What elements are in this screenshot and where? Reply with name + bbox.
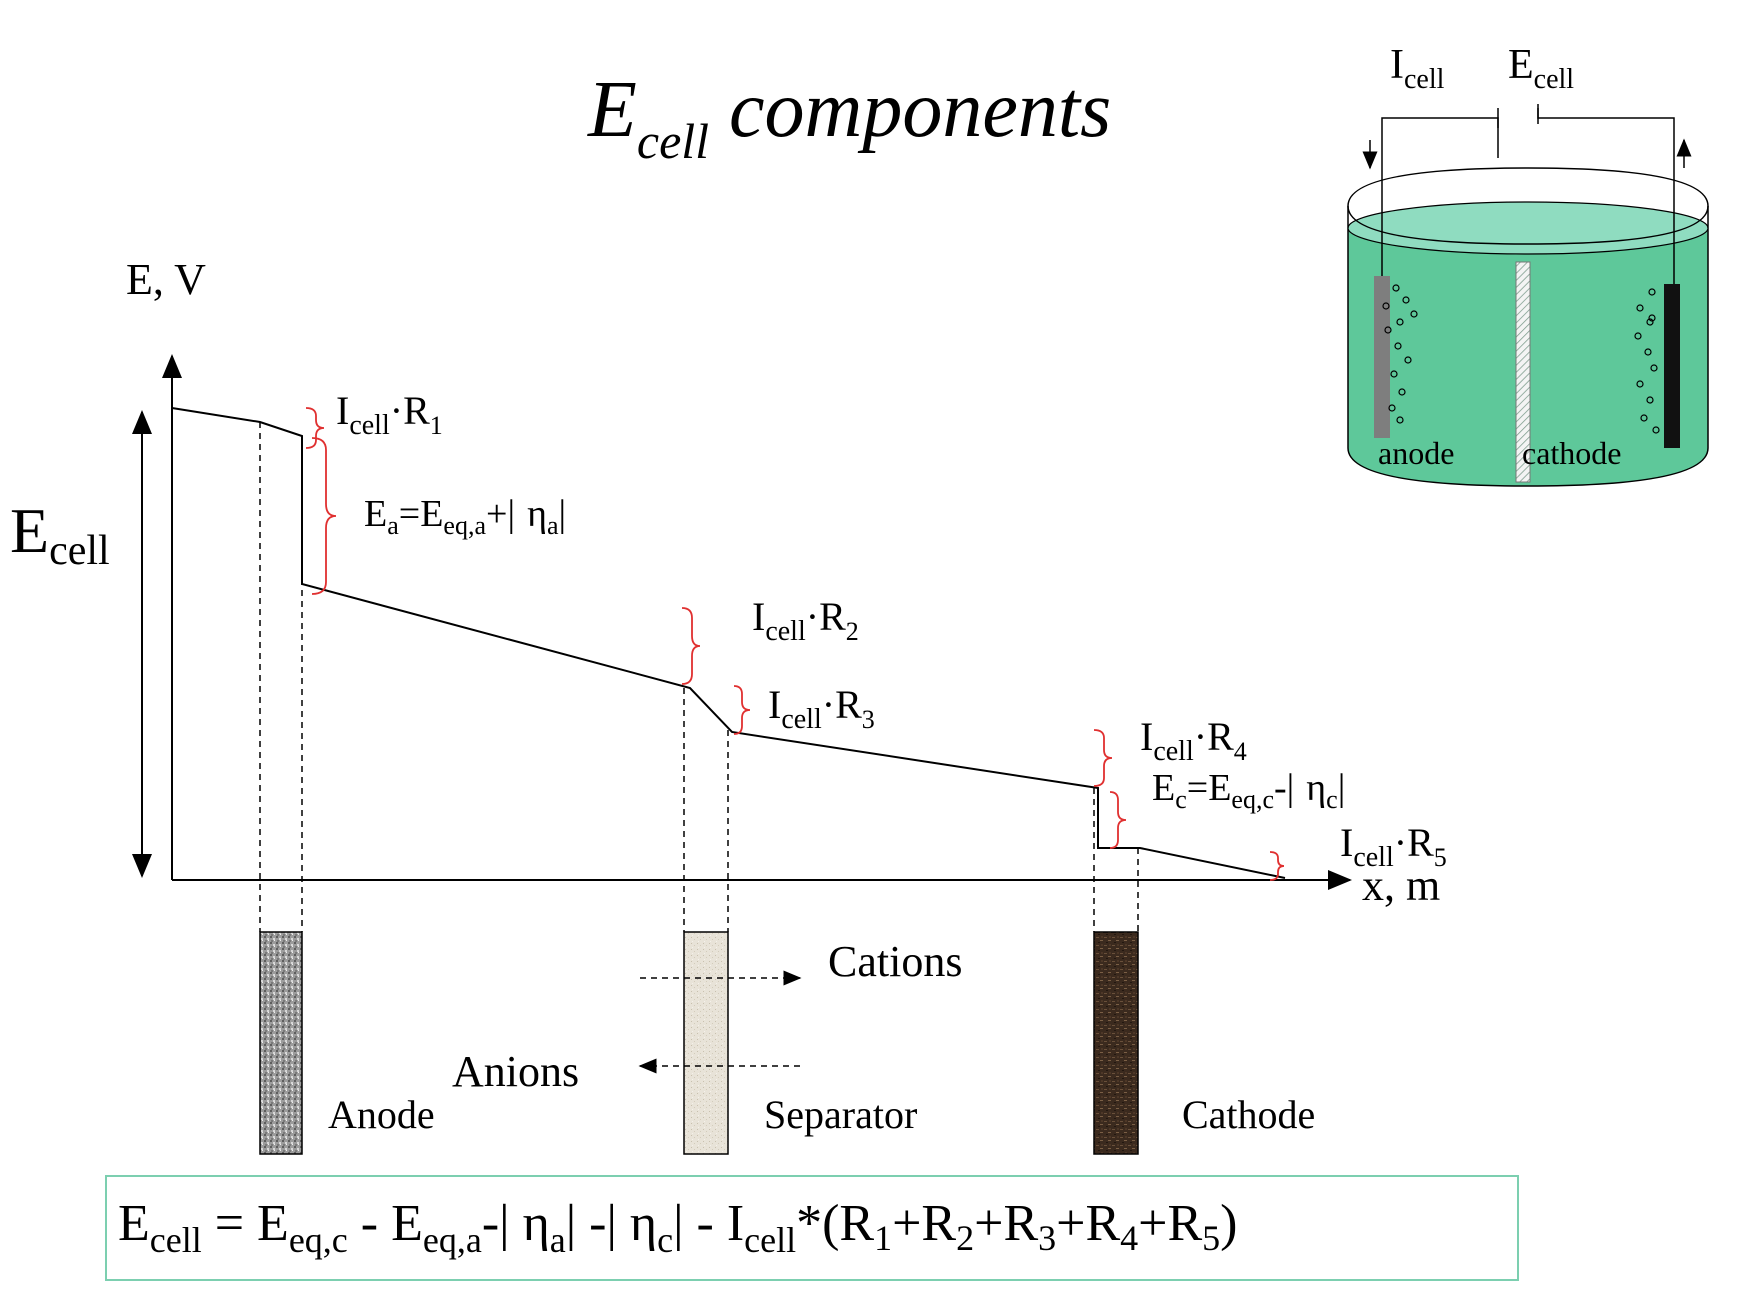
brace-r1 [305, 407, 325, 449]
inset-anode-electrode [1374, 276, 1390, 438]
x-axis-label: x, m [1362, 861, 1440, 910]
brace-ec [1109, 791, 1127, 849]
inset-separator [1515, 261, 1531, 483]
gas-bubbles [1382, 284, 1660, 434]
equation-box [105, 1175, 1519, 1281]
potential-profile [171, 407, 1286, 879]
brace-ea [311, 437, 337, 595]
page-title: Ecell components [587, 66, 1111, 169]
brace-r2 [681, 607, 701, 685]
inset-cathode-label: cathode [1522, 435, 1622, 471]
brace-r4 [1093, 729, 1113, 787]
inset-cathode-electrode [1664, 284, 1680, 448]
label-r5: Icell·R5 [1340, 820, 1447, 873]
ecell-label: Ecell [10, 495, 110, 574]
label-r4: Icell·R4 [1140, 714, 1247, 767]
label-r2: Icell·R2 [752, 594, 859, 647]
guide-lines [259, 422, 1139, 932]
anions-label: Anions [452, 1047, 579, 1096]
inset-anode-label: anode [1378, 435, 1454, 471]
separator-block [683, 931, 729, 1155]
separator-label: Separator [764, 1092, 917, 1137]
label-ea: Ea=Eeq,a+|ηa| [364, 493, 566, 540]
equation: Ecell = Eeq,c - Eeq,a-| ηa| -| ηc| - Ice… [118, 1195, 1238, 1260]
label-ec: Ec=Eeq,c-|ηc| [1152, 767, 1345, 814]
axes: E, V x, m [126, 255, 1440, 910]
electrolyte-surface [1347, 201, 1709, 255]
label-r1: Icell·R1 [336, 388, 443, 441]
inset-wire-left [1381, 117, 1499, 276]
braces [305, 407, 1285, 881]
label-r3: Icell·R3 [768, 682, 875, 735]
cathode-label: Cathode [1182, 1092, 1315, 1137]
inset-i-label: Icell [1390, 42, 1445, 95]
inset-e-label: Ecell [1508, 42, 1574, 95]
brace-r5 [1269, 851, 1285, 881]
brace-r3 [733, 685, 751, 735]
anode-label: Anode [328, 1092, 435, 1137]
y-axis-label: E, V [126, 255, 206, 304]
cations-label: Cations [828, 937, 962, 986]
cell-inset: Icell Ecell anode cathode [1347, 42, 1709, 487]
cathode-block [1093, 931, 1139, 1155]
anode-block [259, 931, 303, 1155]
